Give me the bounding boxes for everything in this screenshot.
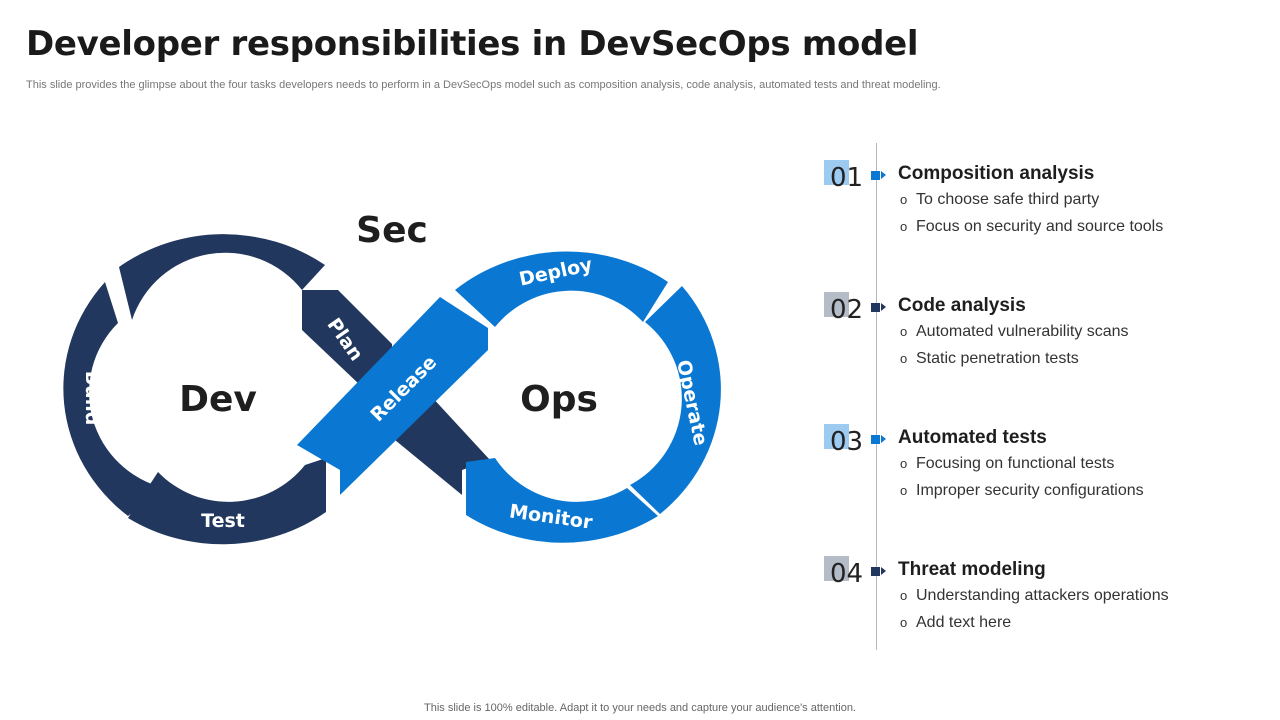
step-number-background <box>824 424 849 449</box>
step-title: Threat modeling <box>898 559 1046 580</box>
step-number: 03 <box>830 427 864 457</box>
arrow-right-icon <box>881 171 886 179</box>
footer-note: This slide is 100% editable. Adapt it to… <box>424 702 856 714</box>
step-number-background <box>824 292 849 317</box>
step-number: 02 <box>830 295 864 325</box>
ops-deploy-segment <box>455 251 668 327</box>
stage-label-code: Code <box>190 262 243 284</box>
arrow-right-icon <box>881 435 886 443</box>
step-number: 04 <box>830 559 864 589</box>
dev-plan-segment <box>302 290 392 385</box>
bullet-icon: o <box>900 219 908 234</box>
arrow-right-icon <box>881 303 886 311</box>
devsecops-infinity-diagram: Code Build Test Plan Deploy Operate Moni… <box>63 210 721 545</box>
dev-label: Dev <box>179 379 257 420</box>
step-title: Automated tests <box>898 427 1047 448</box>
square-marker-icon <box>871 303 880 312</box>
ops-monitor-segment <box>466 458 658 543</box>
ops-label: Ops <box>520 379 598 420</box>
ops-release-segment <box>297 297 488 495</box>
dev-code-segment <box>119 234 325 320</box>
square-marker-icon <box>871 171 880 180</box>
step-title: Code analysis <box>898 295 1026 316</box>
stage-label-test: Test <box>201 510 245 532</box>
bullet-icon: o <box>900 351 908 366</box>
bullet-icon: o <box>900 192 908 207</box>
navy-connector-segment <box>395 395 490 495</box>
step-number: 01 <box>830 163 864 193</box>
square-marker-icon <box>871 435 880 444</box>
square-marker-icon <box>871 567 880 576</box>
dev-test-segment <box>128 458 326 545</box>
page-title: Developer responsibilities in DevSecOps … <box>26 24 919 64</box>
bullet-icon: o <box>900 456 908 471</box>
timeline-line <box>876 143 877 650</box>
step-title: Composition analysis <box>898 163 1095 184</box>
bullet-icon: o <box>900 324 908 339</box>
step-number-background <box>824 556 849 581</box>
page-subtitle: This slide provides the glimpse about th… <box>26 79 941 91</box>
bullet-icon: o <box>900 615 908 630</box>
ops-operate-segment <box>630 286 721 514</box>
sec-label: Sec <box>356 210 428 251</box>
arrow-right-icon <box>881 567 886 575</box>
bullet-icon: o <box>900 483 908 498</box>
dev-build-segment <box>63 282 165 516</box>
bullet-icon: o <box>900 588 908 603</box>
step-number-background <box>824 160 849 185</box>
stage-label-build: Build <box>81 371 103 426</box>
